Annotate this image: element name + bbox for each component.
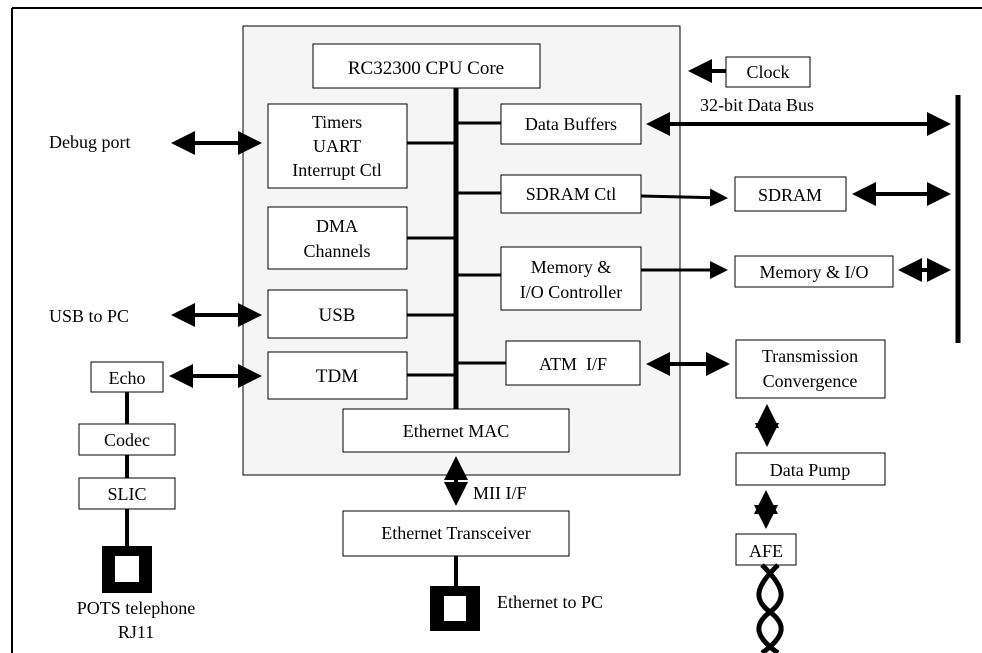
atm-box [505, 340, 641, 386]
tdm-box [267, 351, 408, 400]
sdram-label: SDRAM [758, 185, 822, 205]
data-buffers-box [500, 103, 642, 145]
ethernet-mac-box [342, 408, 570, 453]
tc-box [735, 339, 886, 399]
memio-label-2: I/O Controller [520, 282, 622, 302]
codec-box [78, 423, 176, 456]
memory-io-box [734, 255, 894, 288]
slic-label: SLIC [107, 484, 146, 504]
data-buffers-label: Data Buffers [525, 114, 617, 134]
sdram-ctl-box [500, 174, 642, 214]
tdm-label: TDM [316, 366, 358, 387]
cpu-core-box [312, 43, 541, 89]
memio-label-1: Memory & [531, 257, 612, 277]
twisted-pair-icon [756, 563, 784, 653]
eth-transceiver-box [342, 510, 570, 557]
pots-label-2: RJ11 [118, 622, 154, 642]
ethernet-mac-label: Ethernet MAC [403, 421, 509, 441]
sdram-ctl-label: SDRAM Ctl [526, 184, 617, 204]
eth-transceiver-label: Ethernet Transceiver [381, 523, 530, 543]
clock-label: Clock [747, 62, 790, 82]
debug-port-label: Debug port [49, 132, 130, 152]
dma-label-1: DMA [316, 216, 358, 236]
memory-io-label: Memory & I/O [760, 262, 869, 282]
codec-label: Codec [104, 430, 150, 450]
timers-label-3: Interrupt Ctl [292, 160, 381, 180]
data-pump-box [735, 452, 886, 486]
timers-label-1: Timers [312, 112, 362, 132]
usb-label: USB [319, 305, 356, 326]
rj11-jack-icon [102, 546, 152, 593]
ethernet-jack-icon [430, 586, 480, 631]
clock-box [725, 56, 811, 88]
cpu-core-label: RC32300 CPU Core [348, 58, 504, 79]
dma-box [267, 206, 408, 270]
pots-label-1: POTS telephone [77, 598, 196, 618]
memio-controller-box [500, 246, 642, 311]
afe-label: AFE [749, 541, 783, 561]
eth-to-pc-label: Ethernet to PC [497, 592, 603, 612]
usb-to-pc-label: USB to PC [49, 306, 129, 326]
sdram-box [734, 176, 847, 212]
atm-label: ATM I/F [539, 354, 607, 374]
echo-box [90, 361, 164, 393]
sdram-ctl-arrow [640, 188, 728, 207]
dma-label-2: Channels [304, 241, 371, 261]
tc-label-2: Convergence [763, 371, 858, 391]
data-bus-label: 32-bit Data Bus [700, 95, 814, 115]
mii-label: MII I/F [473, 483, 527, 503]
timers-label-2: UART [313, 136, 361, 156]
tc-label-1: Transmission [762, 346, 858, 366]
echo-label: Echo [109, 368, 146, 388]
afe-box [735, 533, 797, 566]
timers-box [267, 103, 408, 189]
usb-box [267, 289, 408, 339]
slic-box [78, 477, 176, 510]
data-pump-label: Data Pump [770, 460, 851, 480]
